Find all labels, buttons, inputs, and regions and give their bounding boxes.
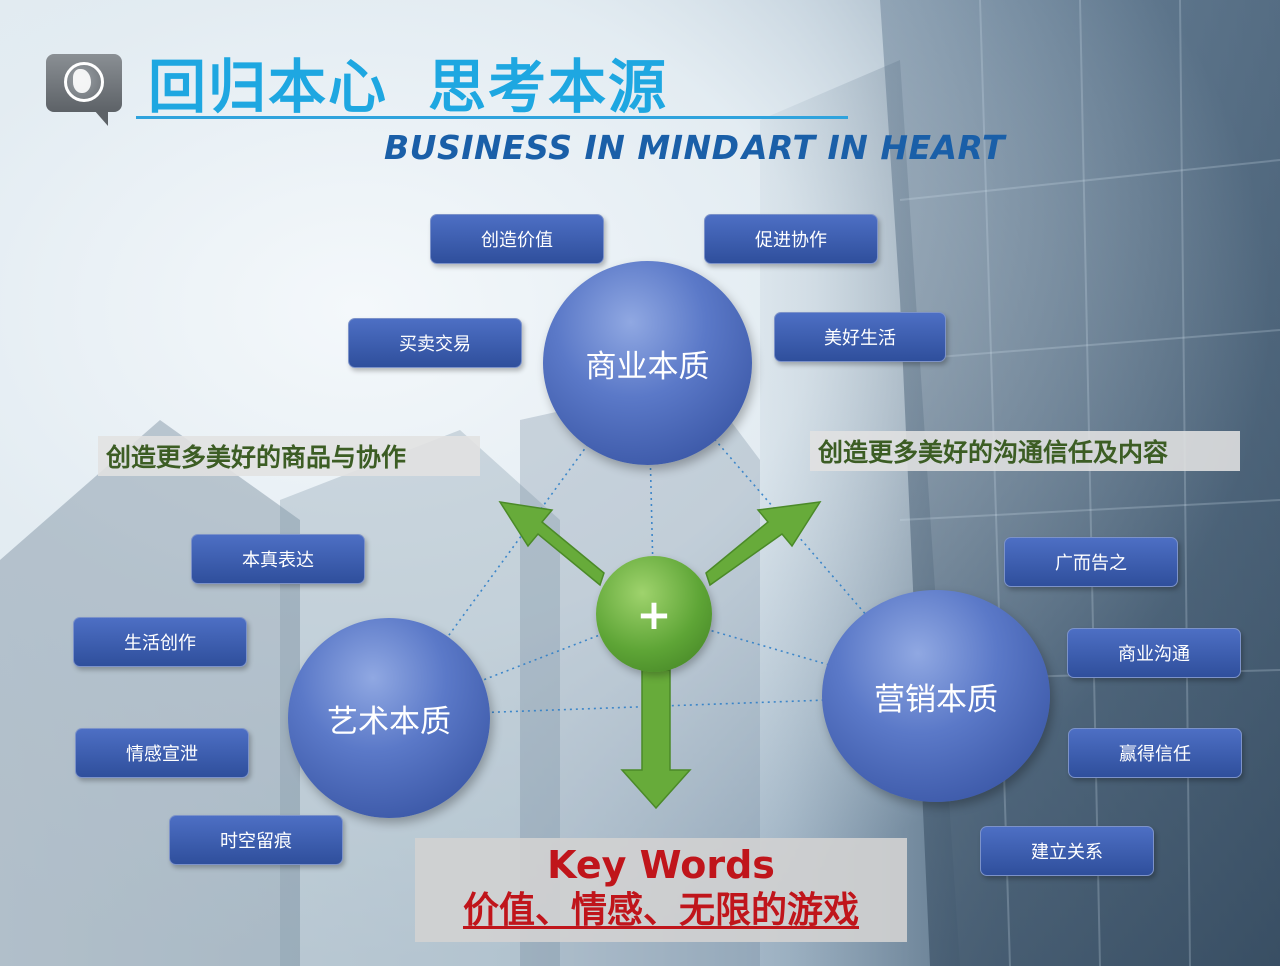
keywords-subtitle: 价值、情感、无限的游戏: [462, 890, 859, 931]
globe-logo-icon: [46, 54, 122, 126]
art-item-2: 生活创作: [73, 617, 247, 667]
keywords-box: Key Words 价值、情感、无限的游戏: [415, 838, 907, 942]
page-title: 回归本心思考本源: [148, 40, 668, 124]
plus-icon: +: [596, 556, 712, 672]
art-item-1: 本真表达: [191, 534, 365, 584]
subtitle-art: ART IN HEART: [742, 128, 1005, 167]
art-essence-circle: 艺术本质: [288, 618, 490, 818]
business-essence-circle: 商业本质: [543, 261, 752, 465]
caption-right: 创造更多美好的沟通信任及内容: [810, 431, 1240, 471]
marketing-item-4: 建立关系: [980, 826, 1154, 876]
caption-left: 创造更多美好的商品与协作: [98, 436, 480, 476]
marketing-essence-circle: 营销本质: [822, 590, 1050, 802]
business-item-1: 创造价值: [430, 214, 604, 264]
arrow-up-left-icon: [498, 501, 605, 587]
title-divider: [136, 116, 848, 119]
marketing-item-3: 赢得信任: [1068, 728, 1242, 778]
business-item-4: 美好生活: [774, 312, 946, 362]
business-item-3: 买卖交易: [348, 318, 522, 368]
title-part-2: 思考本源: [428, 53, 669, 121]
arrow-up-right-icon: [705, 501, 822, 587]
marketing-item-1: 广而告之: [1004, 537, 1178, 587]
art-item-4: 时空留痕: [169, 815, 343, 865]
art-item-3: 情感宣泄: [75, 728, 249, 778]
subtitle-business: BUSINESS IN MIND: [384, 128, 740, 167]
arrow-down-icon: [620, 669, 692, 810]
keywords-title: Key Words: [547, 843, 775, 887]
marketing-item-2: 商业沟通: [1067, 628, 1241, 678]
title-part-1: 回归本心: [148, 53, 389, 121]
business-item-2: 促进协作: [704, 214, 878, 264]
